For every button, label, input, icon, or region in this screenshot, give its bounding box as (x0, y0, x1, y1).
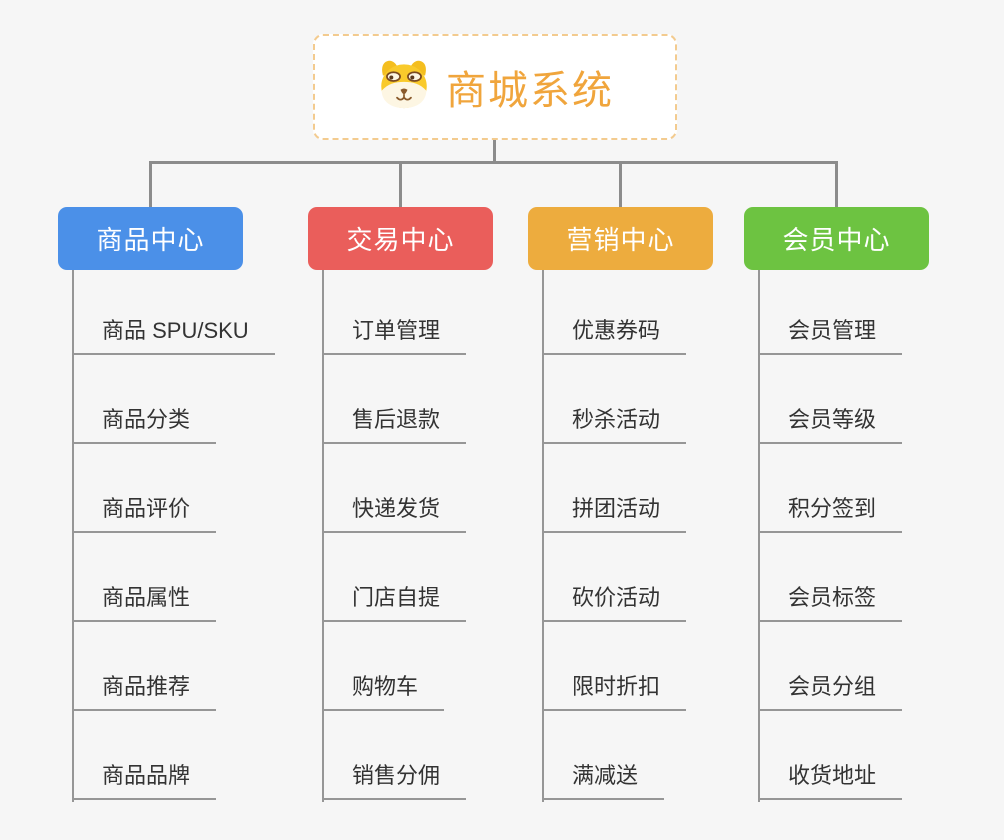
branch-node-member-center[interactable]: 会员中心 (744, 207, 929, 270)
branch-bus-connector (149, 161, 838, 164)
leaf-topic[interactable]: 收货地址 (758, 759, 903, 800)
leaf-topic[interactable]: 会员等级 (758, 403, 903, 444)
leaf-topic[interactable]: 会员标签 (758, 581, 903, 622)
branch-node-marketing-center[interactable]: 营销中心 (528, 207, 713, 270)
branch-drop-connector-product-center (149, 161, 152, 207)
shiba-dog-icon (376, 59, 432, 115)
leaf-topic[interactable]: 商品品牌 (72, 759, 217, 800)
leaf-topic[interactable]: 秒杀活动 (542, 403, 687, 444)
branch-label: 交易中心 (346, 225, 455, 255)
branch-label: 商品中心 (96, 225, 205, 255)
leaf-topic[interactable]: 拼团活动 (542, 492, 687, 533)
leaf-topic[interactable]: 商品评价 (72, 492, 217, 533)
leaf-topic[interactable]: 订单管理 (322, 314, 467, 355)
leaf-topic[interactable]: 商品 SPU/SKU (72, 314, 275, 355)
leaf-topic[interactable]: 优惠券码 (542, 314, 687, 355)
branch-trunk-line (542, 270, 544, 802)
leaf-topic[interactable]: 售后退款 (322, 403, 467, 444)
branch-node-product-center[interactable]: 商品中心 (58, 207, 243, 270)
branch-label: 会员中心 (782, 225, 891, 255)
leaf-topic[interactable]: 砍价活动 (542, 581, 687, 622)
leaf-topic[interactable]: 积分签到 (758, 492, 903, 533)
root-topic[interactable]: 商城系统 (313, 34, 677, 140)
leaf-topic[interactable]: 满减送 (542, 759, 665, 800)
leaf-topic[interactable]: 会员管理 (758, 314, 903, 355)
root-stem-connector (493, 140, 496, 164)
leaf-topic[interactable]: 销售分佣 (322, 759, 467, 800)
branch-drop-connector-trade-center (399, 161, 402, 207)
leaf-topic[interactable]: 商品属性 (72, 581, 217, 622)
branch-node-trade-center[interactable]: 交易中心 (308, 207, 493, 270)
branch-drop-connector-member-center (835, 161, 838, 207)
branch-label: 营销中心 (566, 225, 675, 255)
branch-trunk-line (758, 270, 760, 802)
leaf-topic[interactable]: 快递发货 (322, 492, 467, 533)
branch-trunk-line (322, 270, 324, 802)
leaf-topic[interactable]: 购物车 (322, 670, 445, 711)
leaf-topic[interactable]: 门店自提 (322, 581, 467, 622)
root-topic-label: 商城系统 (446, 69, 614, 113)
branch-trunk-line (72, 270, 74, 802)
leaf-topic[interactable]: 会员分组 (758, 670, 903, 711)
leaf-topic[interactable]: 限时折扣 (542, 670, 687, 711)
branch-drop-connector-marketing-center (619, 161, 622, 207)
leaf-topic[interactable]: 商品分类 (72, 403, 217, 444)
leaf-topic[interactable]: 商品推荐 (72, 670, 217, 711)
